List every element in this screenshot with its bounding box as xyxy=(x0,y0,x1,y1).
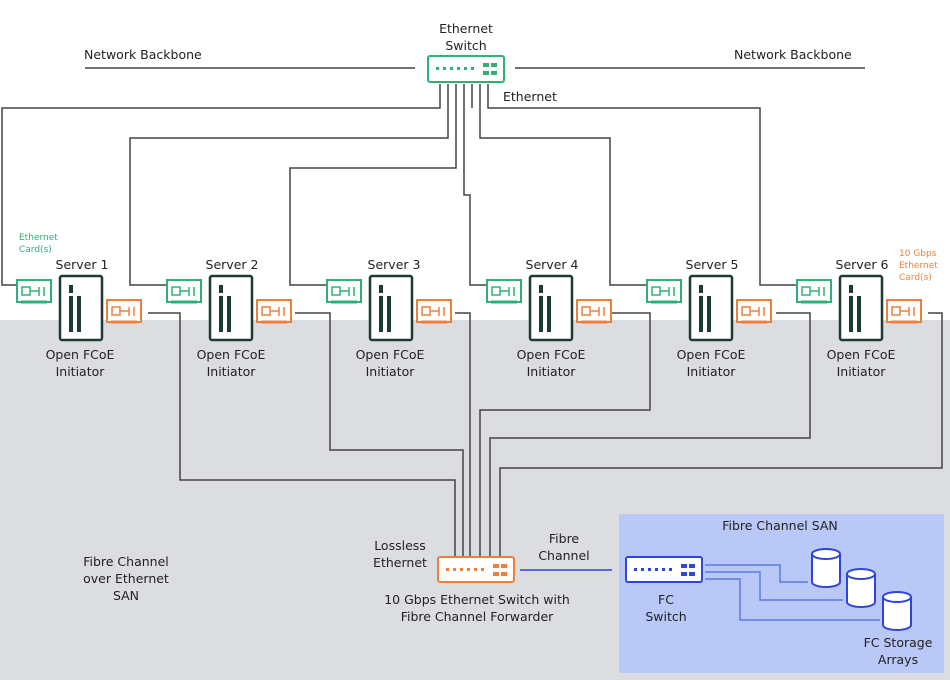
ethernet-card-icon xyxy=(646,279,682,304)
server-name: Server 2 xyxy=(205,257,259,272)
server-role: Open FCoE Initiator xyxy=(45,347,115,379)
server-role: Open FCoE Initiator xyxy=(676,347,746,379)
ethernet-link-label: Ethernet xyxy=(503,89,557,104)
server-tower-icon xyxy=(528,274,574,342)
fc-switch-label: FC Switch xyxy=(645,592,687,624)
ten-gbps-card-icon xyxy=(886,299,922,324)
server-role: Open FCoE Initiator xyxy=(826,347,896,379)
server-tower-icon xyxy=(688,274,734,342)
ten-gbps-card-icon xyxy=(416,299,452,324)
fcoe-san-label: Fibre Channel over Ethernet SAN xyxy=(83,554,169,603)
network-backbone-right-label: Network Backbone xyxy=(734,47,852,62)
fcoe-links xyxy=(148,312,943,557)
ten-gbps-card-icon xyxy=(256,299,292,324)
lossless-ethernet-switch-icon xyxy=(437,556,515,583)
server-name: Server 6 xyxy=(835,257,889,272)
lossless-ethernet-label: Lossless Ethernet xyxy=(373,538,427,570)
ten-gbps-card-note: 10 Gbps Ethernet Card(s) xyxy=(899,249,938,283)
server-group xyxy=(486,274,612,342)
server-group xyxy=(326,274,452,342)
server-name: Server 3 xyxy=(367,257,421,272)
server-tower-icon xyxy=(58,274,104,342)
server-tower-icon xyxy=(838,274,884,342)
server-role: Open FCoE Initiator xyxy=(355,347,425,379)
ethernet-links xyxy=(1,67,865,286)
ethernet-card-icon xyxy=(326,279,362,304)
fc-switch-icon xyxy=(625,556,703,583)
ten-gbps-card-icon xyxy=(576,299,612,324)
ethernet-card-icon xyxy=(166,279,202,304)
ethernet-card-icon xyxy=(796,279,832,304)
server-group xyxy=(796,274,922,342)
ten-gbps-card-icon xyxy=(736,299,772,324)
server-group xyxy=(16,274,142,342)
ten-gbps-card-icon xyxy=(106,299,142,324)
server-group xyxy=(166,274,292,342)
server-tower-icon xyxy=(208,274,254,342)
server-role: Open FCoE Initiator xyxy=(516,347,586,379)
ethernet-card-note: Ethernet Card(s) xyxy=(19,233,58,255)
storage-array-icon xyxy=(811,548,841,588)
network-backbone-left-label: Network Backbone xyxy=(84,47,202,62)
fc-storage-label: FC Storage Arrays xyxy=(863,635,933,667)
fibre-channel-links xyxy=(520,564,880,621)
ethernet-switch-label: Ethernet Switch xyxy=(439,21,493,53)
server-name: Server 4 xyxy=(525,257,579,272)
fc-san-title: Fibre Channel SAN xyxy=(722,518,838,533)
server-tower-icon xyxy=(368,274,414,342)
server-group xyxy=(646,274,772,342)
ethernet-card-icon xyxy=(486,279,522,304)
server-name: Server 5 xyxy=(685,257,739,272)
server-name: Server 1 xyxy=(55,257,109,272)
ethernet-switch-icon xyxy=(427,55,505,83)
server-role: Open FCoE Initiator xyxy=(196,347,266,379)
ethernet-card-icon xyxy=(16,279,52,304)
forwarder-label: 10 Gbps Ethernet Switch with Fibre Chann… xyxy=(384,592,570,624)
storage-array-icon xyxy=(846,568,876,608)
fibre-channel-label: Fibre Channel xyxy=(538,531,590,563)
storage-array-icon xyxy=(882,591,912,631)
